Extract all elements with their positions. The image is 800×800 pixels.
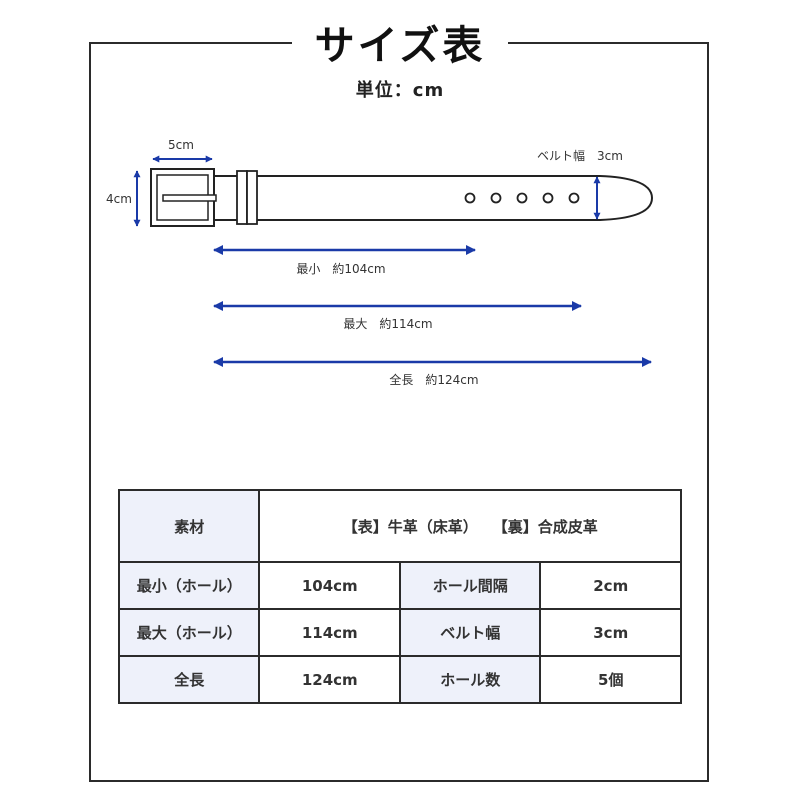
buckle-width-label: 5cm [168,138,194,152]
belt-width-value-cell: 3cm [539,608,682,657]
total-value-cell: 124cm [258,655,402,704]
unit-label: 単位：cm [355,80,445,101]
table-row: 最小（ホール） 104cm ホール間隔 2cm [117,561,682,610]
total-length-label: 全長 約124cm [389,372,478,387]
belt-keeper-1 [236,170,248,225]
table-row: 全長 124cm ホール数 5個 [117,655,682,704]
belt-hole [516,192,528,204]
table-row: 最大（ホール） 114cm ベルト幅 3cm [117,608,682,657]
hole-count-value-cell: 5個 [539,655,682,704]
spec-table: 素材 【表】牛革（床革） 【裏】合成皮革 最小（ホール） 104cm ホール間隔… [117,489,682,704]
belt-hole [568,192,580,204]
max-length-label: 最大 約114cm [343,316,432,331]
buckle [150,168,217,227]
table-row: 素材 【表】牛革（床革） 【裏】合成皮革 [117,489,682,563]
belt-width-label: ベルト幅 3cm [537,148,623,163]
hole-spacing-label-cell: ホール間隔 [399,561,542,610]
belt-width-label-cell: ベルト幅 [399,608,542,657]
material-label-cell: 素材 [117,489,261,563]
belt-hole [542,192,554,204]
max-value-cell: 114cm [258,608,402,657]
belt-strap [214,175,654,221]
belt-diagram: 5cm 4cm ベルト幅 3cm 最小 約104cm 最大 約114cm 全長 … [106,138,654,387]
belt-keeper-2 [246,170,258,225]
buckle-prong [162,194,217,202]
total-label-cell: 全長 [117,655,261,704]
min-label-cell: 最小（ホール） [117,561,261,610]
belt-hole [464,192,476,204]
title-background: サイズ表 [292,18,508,74]
material-value-cell: 【表】牛革（床革） 【裏】合成皮革 [258,489,682,563]
buckle-height-label: 4cm [106,192,132,206]
hole-spacing-value-cell: 2cm [539,561,682,610]
min-length-label: 最小 約104cm [296,261,385,276]
min-value-cell: 104cm [258,561,402,610]
belt-holes [464,192,580,204]
max-label-cell: 最大（ホール） [117,608,261,657]
belt-hole [490,192,502,204]
hole-count-label-cell: ホール数 [399,655,542,704]
page-title: サイズ表 [314,22,486,69]
